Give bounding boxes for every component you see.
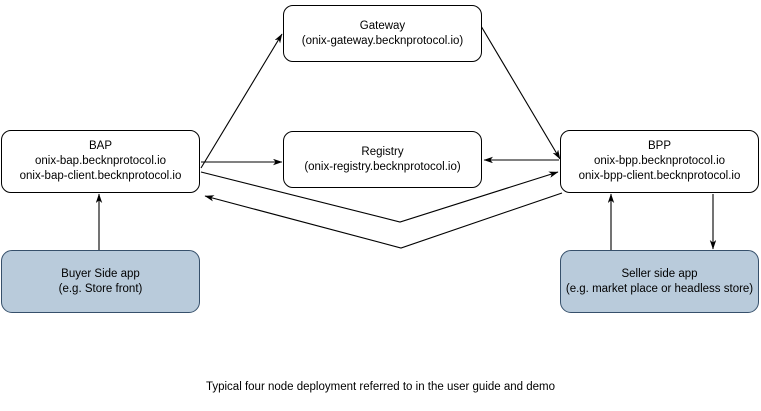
node-buyer-app[interactable]: Buyer Side app (e.g. Store front) <box>1 250 200 313</box>
edge-bpp-to-bap <box>204 192 563 249</box>
node-registry-line2: (onix-registry.becknprotocol.io) <box>304 160 461 173</box>
node-seller-app[interactable]: Seller side app (e.g. market place or he… <box>560 250 759 313</box>
node-bpp[interactable]: BPP onix-bpp.becknprotocol.io onix-bpp-c… <box>560 130 759 193</box>
node-bpp-line1: BPP <box>647 140 671 152</box>
node-bap[interactable]: BAP onix-bap.becknprotocol.io onix-bap-c… <box>1 130 200 193</box>
node-registry-line1: Registry <box>361 145 404 158</box>
node-bpp-line2: onix-bpp.becknprotocol.io <box>593 155 726 167</box>
diagram-caption: Typical four node deployment referred to… <box>205 381 556 393</box>
node-seller-app-line2: (e.g. market place or headless store) <box>565 282 754 295</box>
node-gateway-line2: (onix-gateway.becknprotocol.io) <box>301 34 464 47</box>
node-seller-app-line1: Seller side app <box>621 267 698 280</box>
node-gateway-line1: Gateway <box>359 19 406 32</box>
node-bap-line1: BAP <box>88 140 112 152</box>
edge-bap-to-gateway <box>200 33 283 169</box>
node-bap-line3: onix-bap-client.becknprotocol.io <box>19 170 182 182</box>
edge-gateway-to-bpp <box>480 25 561 160</box>
node-gateway[interactable]: Gateway (onix-gateway.becknprotocol.io) <box>283 5 482 62</box>
node-bap-line2: onix-bap.becknprotocol.io <box>34 155 167 167</box>
node-registry[interactable]: Registry (onix-registry.becknprotocol.io… <box>283 131 482 188</box>
node-buyer-app-line1: Buyer Side app <box>61 267 140 280</box>
node-bpp-line3: onix-bpp-client.becknprotocol.io <box>578 170 741 182</box>
node-buyer-app-line2: (e.g. Store front) <box>58 282 143 295</box>
